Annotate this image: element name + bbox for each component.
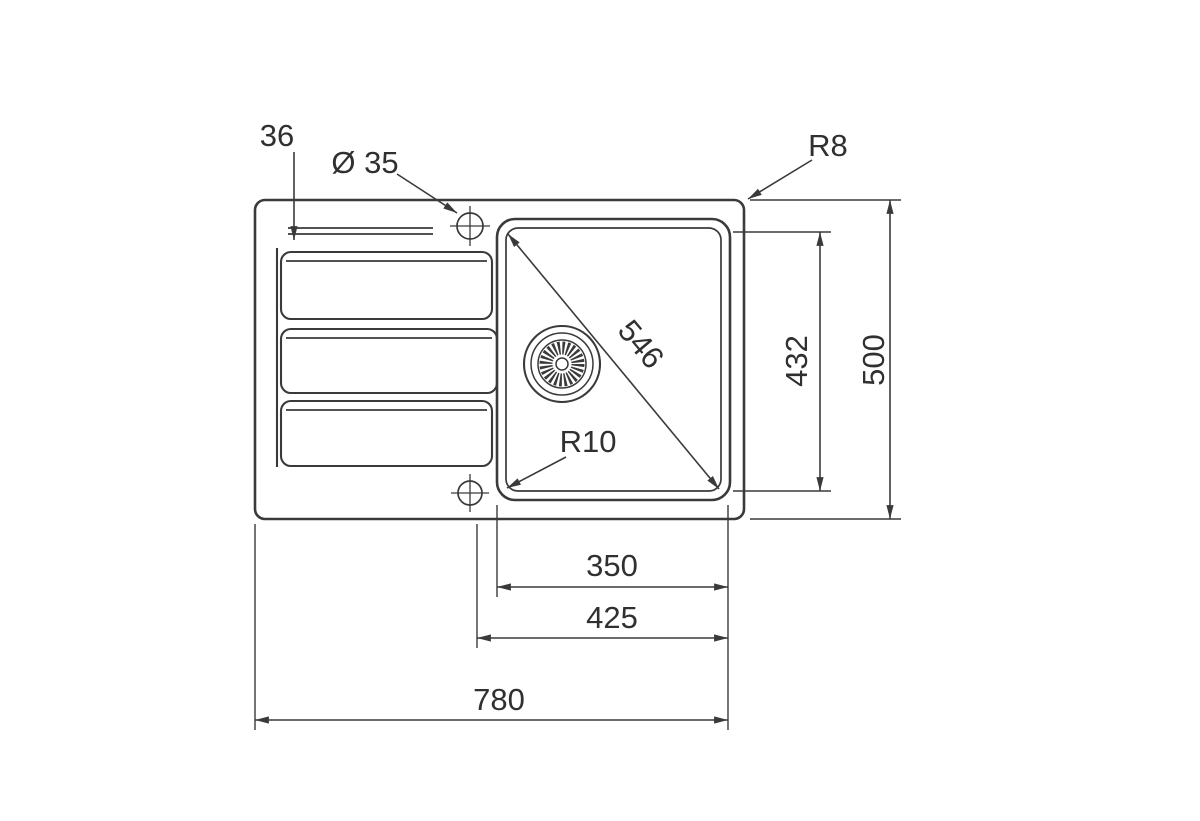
dim-line-546-diagonal (507, 233, 720, 490)
leader-line-35 (396, 173, 458, 214)
dim-label-bowl-depth: 432 (779, 335, 814, 387)
dimension-lines (254, 199, 901, 730)
drainboard-rib-1 (279, 250, 494, 321)
leader-line-r8 (747, 159, 813, 200)
drain-center-hole (555, 357, 569, 371)
leader-lines (290, 152, 813, 489)
leader-line-r10 (506, 456, 567, 489)
drainboard (275, 227, 499, 468)
faucet-hole-bottom-mark (451, 474, 489, 512)
sink-outline (253, 198, 746, 521)
dim-label-bowl-diagonal: 546 (611, 313, 671, 375)
drain-middle-ring (530, 332, 594, 396)
dim-label-rim-width: 36 (260, 118, 294, 153)
dim-label-bowl-width: 350 (586, 548, 638, 583)
drain-outer-ring (522, 324, 602, 404)
drainboard-rib-2 (279, 327, 499, 395)
sink-outer-edge (253, 198, 746, 521)
dim-label-overall-width: 780 (473, 682, 525, 717)
dim-label-outer-corner-radius: R8 (808, 128, 848, 163)
dim-label-faucet-hole-diameter: Ø 35 (331, 145, 398, 180)
drain-inner-ring (537, 339, 587, 389)
dim-label-overall-depth: 500 (856, 334, 891, 386)
dim-label-bowl-offset-width: 425 (586, 600, 638, 635)
drain-strainer-ticks (539, 341, 585, 387)
faucet-hole-top-mark (450, 206, 490, 246)
drainboard-rib-3 (279, 399, 494, 468)
dim-label-bowl-corner-radius: R10 (560, 424, 617, 459)
bowl-rim-inner (505, 227, 722, 492)
dimension-labels: 36 Ø 35 R8 546 432 500 R10 350 425 780 (260, 118, 891, 717)
drain-strainer-icon (522, 324, 602, 404)
